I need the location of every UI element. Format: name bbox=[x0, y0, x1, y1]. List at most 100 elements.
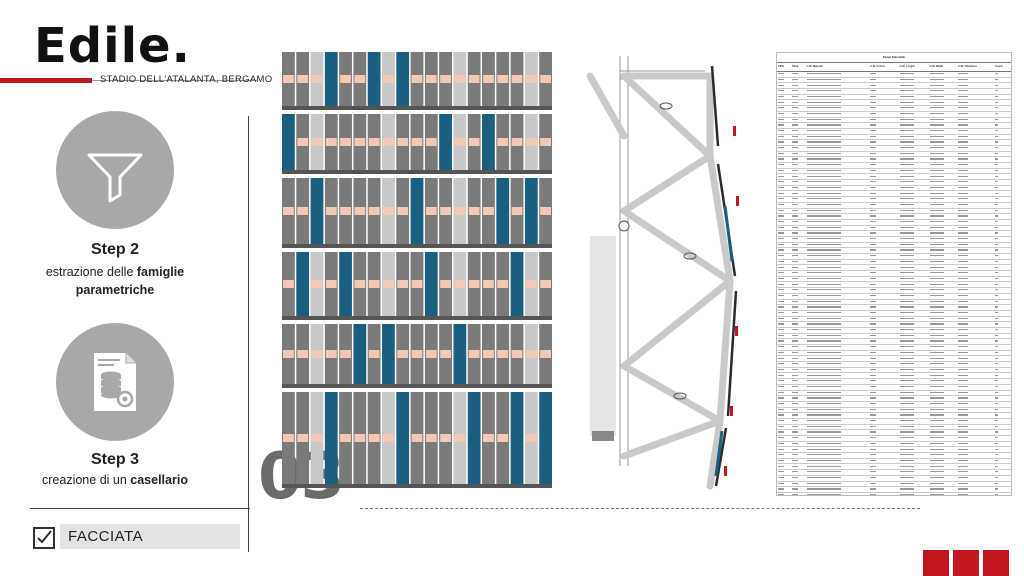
schedule-cell bbox=[994, 236, 1011, 243]
schedule-cell bbox=[777, 82, 792, 90]
schedule-cell bbox=[869, 327, 899, 334]
schedule-cell bbox=[928, 281, 957, 289]
red-square-1 bbox=[923, 550, 949, 576]
panel-tag bbox=[311, 75, 323, 83]
schedule-cell bbox=[928, 372, 957, 380]
schedule-cell bbox=[805, 82, 870, 90]
schedule-cell bbox=[994, 219, 1011, 226]
facade-panel bbox=[424, 252, 438, 316]
schedule-cell bbox=[994, 281, 1011, 289]
schedule-cell bbox=[956, 333, 995, 340]
schedule-cell bbox=[869, 145, 899, 152]
schedule-cell bbox=[928, 481, 957, 488]
facade-panel bbox=[353, 324, 367, 384]
col-width: C.W. Width bbox=[928, 63, 957, 72]
schedule-cell bbox=[869, 225, 899, 232]
schedule-cell bbox=[928, 111, 957, 118]
schedule-cell bbox=[928, 168, 957, 175]
panel-tag bbox=[497, 138, 509, 146]
schedule-cell bbox=[994, 395, 1011, 402]
panel-tag bbox=[311, 280, 323, 288]
schedule-cell bbox=[791, 384, 806, 391]
schedule-cell bbox=[994, 242, 1011, 249]
schedule-cell bbox=[805, 117, 870, 124]
facade-panel bbox=[496, 178, 510, 244]
schedule-row bbox=[777, 475, 1011, 482]
schedule-cell bbox=[956, 321, 995, 328]
schedule-cell bbox=[928, 458, 957, 465]
schedule-cell bbox=[777, 316, 792, 323]
schedule-cell bbox=[777, 407, 792, 414]
schedule-cell bbox=[956, 463, 995, 471]
schedule-cell bbox=[791, 287, 806, 294]
schedule-cell bbox=[898, 338, 929, 345]
schedule-cell bbox=[956, 230, 995, 237]
schedule-cell bbox=[994, 435, 1011, 442]
step-3-title: Step 3 bbox=[90, 451, 139, 468]
schedule-cell bbox=[898, 407, 929, 414]
schedule-cell bbox=[956, 452, 995, 459]
schedule-cell bbox=[928, 202, 957, 209]
schedule-cell bbox=[791, 338, 806, 345]
schedule-cell bbox=[805, 253, 870, 260]
schedule-cell bbox=[791, 219, 806, 226]
facade-elevation-drawing bbox=[282, 48, 552, 488]
database-document-icon bbox=[94, 353, 136, 411]
schedule-cell bbox=[791, 350, 806, 357]
schedule-cell bbox=[791, 441, 806, 448]
schedule-cell bbox=[869, 117, 899, 124]
schedule-cell bbox=[805, 378, 870, 385]
schedule-cell bbox=[869, 173, 899, 181]
step-2-title: Step 2 bbox=[90, 241, 139, 258]
schedule-cell bbox=[994, 321, 1011, 328]
panel-tag bbox=[483, 434, 494, 442]
schedule-cell bbox=[994, 213, 1011, 220]
schedule-cell bbox=[791, 395, 806, 402]
schedule-cell bbox=[805, 162, 870, 169]
panel-tag bbox=[468, 138, 480, 146]
schedule-row bbox=[777, 390, 1011, 397]
schedule-cell bbox=[791, 435, 806, 442]
schedule-row bbox=[777, 225, 1011, 232]
schedule-cell bbox=[777, 304, 792, 311]
schedule-cell bbox=[928, 230, 957, 237]
schedule-cell bbox=[805, 88, 870, 95]
schedule-cell bbox=[805, 304, 870, 311]
schedule-cell bbox=[805, 276, 870, 283]
schedule-cell bbox=[869, 236, 899, 243]
schedule-cell bbox=[994, 304, 1011, 311]
schedule-cell bbox=[869, 82, 899, 90]
schedule-row bbox=[777, 481, 1011, 488]
schedule-cell bbox=[777, 259, 792, 266]
schedule-row bbox=[777, 253, 1011, 260]
schedule-cell bbox=[777, 264, 792, 272]
schedule-cell bbox=[777, 452, 792, 459]
schedule-cell bbox=[869, 259, 899, 266]
schedule-cell bbox=[956, 355, 995, 363]
schedule-cell bbox=[994, 270, 1011, 277]
schedule-cell bbox=[994, 264, 1011, 272]
schedule-cell bbox=[869, 264, 899, 272]
panel-tag bbox=[497, 75, 509, 83]
schedule-cell bbox=[956, 99, 995, 107]
schedule-cell bbox=[956, 287, 995, 294]
schedule-cell bbox=[994, 486, 1011, 493]
checkbox-icon[interactable] bbox=[33, 527, 55, 549]
schedule-cell bbox=[994, 77, 1011, 84]
schedule-cell bbox=[956, 264, 995, 272]
schedule-cell bbox=[898, 236, 929, 243]
schedule-cell bbox=[994, 384, 1011, 391]
schedule-cell bbox=[869, 276, 899, 283]
schedule-cell bbox=[791, 94, 806, 101]
schedule-cell bbox=[805, 259, 870, 266]
schedule-cell bbox=[777, 481, 792, 488]
schedule-cell bbox=[928, 469, 957, 476]
schedule-cell bbox=[898, 276, 929, 283]
schedule-cell bbox=[805, 190, 870, 198]
schedule-cell bbox=[869, 111, 899, 118]
dashed-baseline bbox=[360, 508, 920, 509]
schedule-cell bbox=[777, 395, 792, 402]
schedule-cell bbox=[928, 213, 957, 220]
schedule-cell bbox=[805, 168, 870, 175]
schedule-cell bbox=[805, 242, 870, 249]
